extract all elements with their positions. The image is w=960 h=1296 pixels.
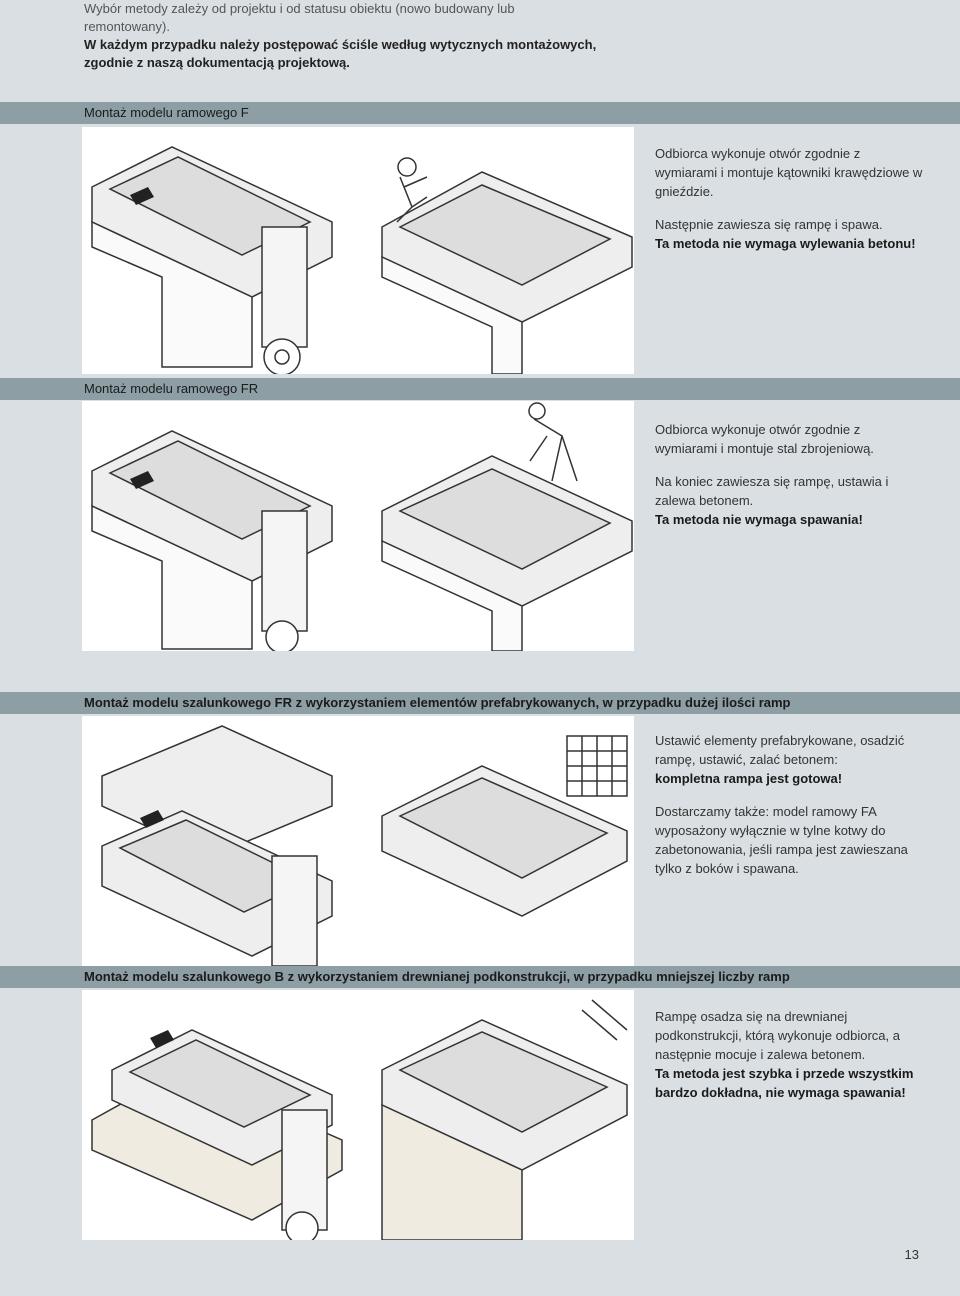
illustration-frame-fr bbox=[82, 401, 634, 651]
section-2-p1: Odbiorca wykonuje otwór zgodnie z wymiar… bbox=[655, 422, 874, 456]
section-heading-2: Montaż modelu ramowego FR bbox=[0, 378, 960, 400]
illustration-prefab-drawing bbox=[101, 725, 628, 966]
section-heading-2-label: Montaż modelu ramowego FR bbox=[84, 381, 259, 396]
section-1-p2: Następnie zawiesza się rampę i spawa. bbox=[655, 217, 883, 232]
section-3-p1-bold: kompletna rampa jest gotowa! bbox=[655, 771, 843, 786]
section-1-p1: Odbiorca wykonuje otwór zgodnie z wymiar… bbox=[655, 146, 923, 199]
section-2-description: Odbiorca wykonuje otwór zgodnie z wymiar… bbox=[655, 420, 925, 543]
illustration-prefab bbox=[82, 716, 634, 966]
section-1-description: Odbiorca wykonuje otwór zgodnie z wymiar… bbox=[655, 144, 925, 267]
section-heading-4: Montaż modelu szalunkowego B z wykorzyst… bbox=[0, 966, 960, 988]
section-2-p2: Na koniec zawiesza się rampę, ustawia i … bbox=[655, 474, 889, 508]
section-4-description: Rampę osadza się na drewnianej podkonstr… bbox=[655, 1007, 925, 1116]
illustration-frame-fr-drawing bbox=[91, 402, 633, 651]
section-heading-3-label: Montaż modelu szalunkowego FR z wykorzys… bbox=[84, 695, 791, 710]
section-3-description: Ustawić elementy prefabrykowane, osadzić… bbox=[655, 731, 925, 892]
section-2-p2-bold: Ta metoda nie wymaga spawania! bbox=[655, 512, 863, 527]
illustration-frame-f bbox=[82, 127, 634, 374]
intro-text: Wybór metody zależy od projektu i od sta… bbox=[84, 0, 604, 72]
section-4-p1: Rampę osadza się na drewnianej podkonstr… bbox=[655, 1009, 900, 1062]
section-3-p1: Ustawić elementy prefabrykowane, osadzić… bbox=[655, 733, 905, 767]
section-1-p2-bold: Ta metoda nie wymaga wylewania betonu! bbox=[655, 236, 916, 251]
section-heading-1-label: Montaż modelu ramowego F bbox=[84, 105, 249, 120]
section-heading-3: Montaż modelu szalunkowego FR z wykorzys… bbox=[0, 692, 960, 714]
illustration-wooden bbox=[82, 990, 634, 1240]
section-4-p1-bold: Ta metoda jest szybka i przede wszystkim… bbox=[655, 1066, 914, 1100]
illustration-wooden-drawing bbox=[91, 999, 628, 1240]
illustration-frame-f-drawing bbox=[91, 146, 633, 374]
section-heading-1: Montaż modelu ramowego F bbox=[0, 102, 960, 124]
intro-line-1: Wybór metody zależy od projektu i od sta… bbox=[84, 1, 515, 34]
intro-line-2: W każdym przypadku należy postępować ści… bbox=[84, 37, 597, 70]
page-number: 13 bbox=[904, 1247, 919, 1262]
section-heading-4-label: Montaż modelu szalunkowego B z wykorzyst… bbox=[84, 969, 790, 984]
section-3-p2: Dostarczamy także: model ramowy FA wypos… bbox=[655, 804, 908, 876]
